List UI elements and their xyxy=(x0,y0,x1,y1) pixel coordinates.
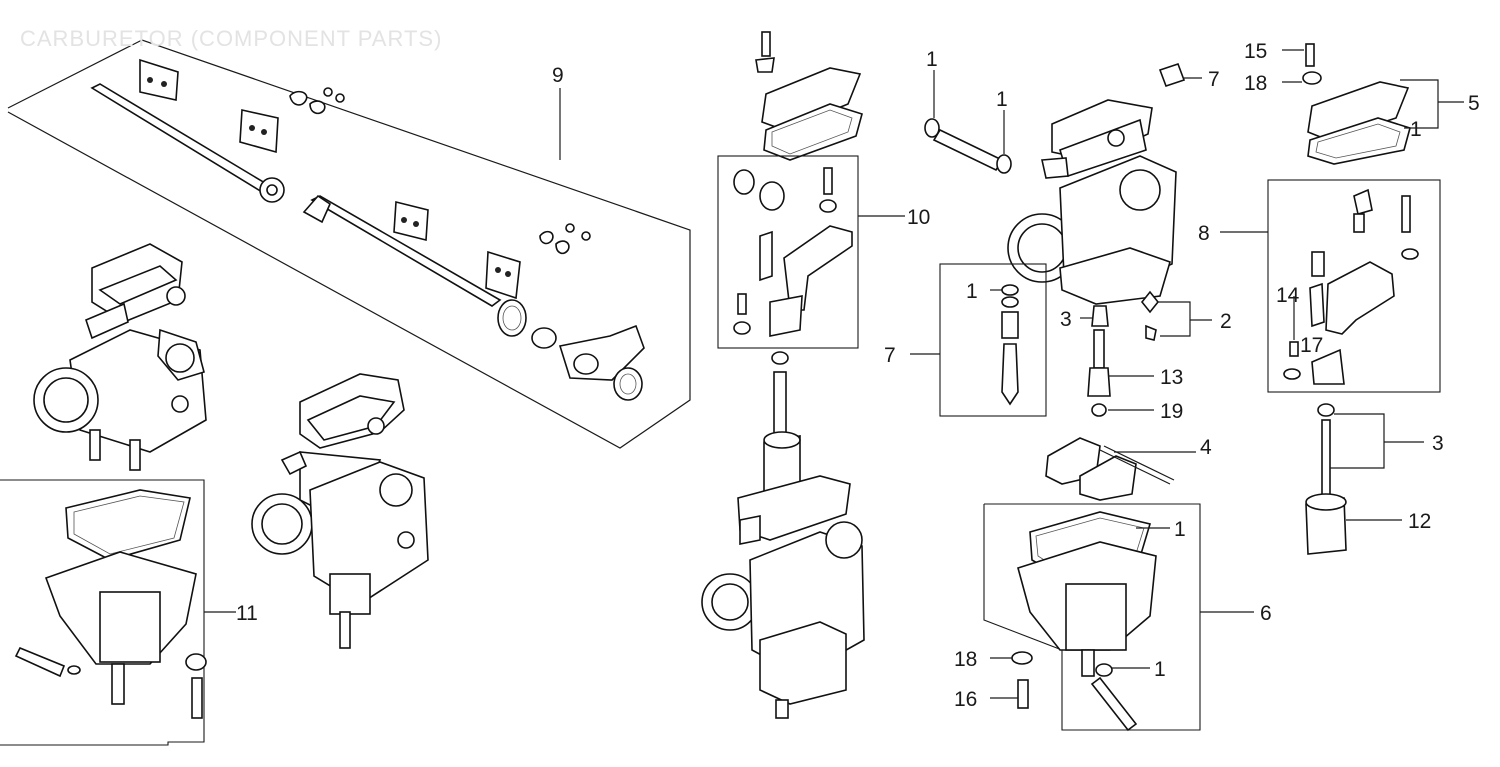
callout-14: 14 xyxy=(1276,284,1300,307)
callout-17: 17 xyxy=(1300,334,1323,357)
callout-18-lower: 18 xyxy=(954,648,977,671)
group-9-linkage-box: 9 xyxy=(7,39,691,449)
callout-3-right: 3 xyxy=(1432,432,1444,455)
throttle-shaft-upper xyxy=(90,58,345,203)
group-11-float-bowl: 11 xyxy=(0,479,258,746)
callout-1-b: 1 xyxy=(996,88,1008,111)
part-4-float: 4 xyxy=(1045,436,1212,501)
pin-with-o-rings: 1 1 xyxy=(924,48,1012,174)
callout-10: 10 xyxy=(907,206,930,229)
callout-7-top: 7 xyxy=(1208,68,1220,91)
callout-15: 15 xyxy=(1244,40,1267,63)
callout-18-upper: 18 xyxy=(1244,72,1267,95)
callout-1-f: 1 xyxy=(1410,118,1422,141)
callout-19: 19 xyxy=(1160,400,1183,423)
callout-2: 2 xyxy=(1220,310,1232,333)
group-6-float-chamber: 6 1 1 xyxy=(983,503,1272,732)
part-7-screw-top: 7 xyxy=(1158,62,1220,91)
callout-1-d: 1 xyxy=(1174,518,1186,541)
part-2-clips: 2 xyxy=(1140,290,1232,341)
diagram-title: CARBURETOR (COMPONENT PARTS) xyxy=(20,26,443,51)
group-8-link-box: 8 14 17 xyxy=(1198,179,1441,393)
callout-3-left: 3 xyxy=(1060,308,1072,331)
carburetor-left-upper xyxy=(33,243,207,471)
callout-1-e: 1 xyxy=(1154,658,1166,681)
group-10-link-box: 10 xyxy=(717,155,930,349)
top-cover-center xyxy=(755,31,863,161)
carburetor-center-right xyxy=(701,351,865,719)
parts-18-16: 18 16 xyxy=(954,648,1033,711)
callout-4: 4 xyxy=(1200,436,1212,459)
throttle-shaft-lower xyxy=(302,194,645,401)
callout-1-c: 1 xyxy=(966,280,978,303)
callout-9: 9 xyxy=(552,64,564,87)
carburetor-center xyxy=(251,373,429,649)
piston-needle-right: 3 12 xyxy=(1305,403,1444,555)
callout-5: 5 xyxy=(1468,92,1480,115)
callout-13: 13 xyxy=(1160,366,1183,389)
callout-8: 8 xyxy=(1198,222,1210,245)
jet-stack: 3 13 19 xyxy=(1060,305,1183,423)
callout-12: 12 xyxy=(1408,510,1431,533)
top-cover-right: 15 18 5 1 xyxy=(1244,40,1480,165)
callout-11: 11 xyxy=(236,602,258,625)
group-7-needle-box: 7 1 xyxy=(884,263,1047,417)
callout-6: 6 xyxy=(1260,602,1272,625)
callout-16: 16 xyxy=(954,688,977,711)
carburetor-main-right xyxy=(1007,99,1177,305)
callout-7-side: 7 xyxy=(884,344,896,367)
callout-1-a: 1 xyxy=(926,48,938,71)
